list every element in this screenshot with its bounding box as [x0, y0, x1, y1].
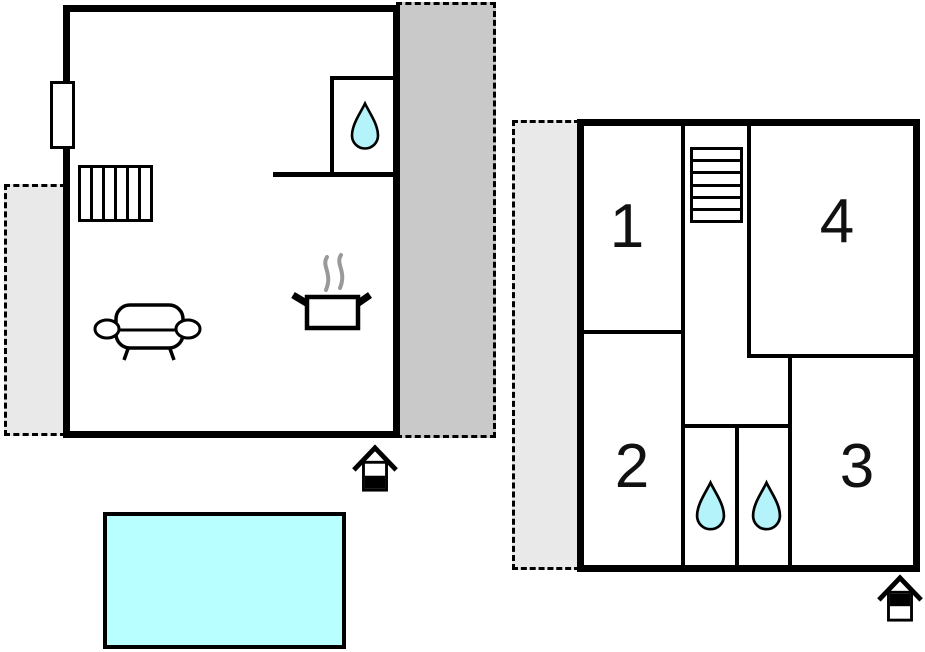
stairs-icon: [690, 147, 743, 223]
wall-bathroom-top: [330, 76, 393, 80]
terrace-left: [4, 184, 66, 436]
sofa-icon: [93, 303, 202, 361]
wall-room1-room2: [584, 330, 681, 334]
room-label-1: 1: [609, 192, 645, 261]
room-label-4: 4: [819, 187, 855, 256]
terrace-right-dark: [396, 2, 496, 438]
radiator-icon: [78, 165, 153, 222]
room-label-3: 3: [839, 432, 875, 501]
wall-bathroom-divider: [735, 424, 739, 565]
wall-hall-left: [681, 126, 685, 565]
wall-room4-bottom: [747, 354, 913, 358]
steam-line: [337, 253, 345, 290]
entrance-house-icon: [877, 574, 923, 622]
water-drop-icon: [695, 479, 726, 531]
swimming-pool: [103, 512, 346, 649]
steam-line: [323, 255, 331, 292]
entrance-house-icon: [352, 444, 398, 492]
cooking-pot-icon: [291, 253, 372, 331]
wall-room3-left: [788, 354, 792, 565]
wall-bathroom-left: [330, 76, 334, 177]
water-drop-icon: [350, 100, 380, 150]
window-icon: [50, 81, 75, 149]
water-drop-icon: [751, 479, 782, 531]
wall-hall-right: [747, 126, 751, 358]
terrace-upper-left: [512, 120, 580, 570]
room-label-2: 2: [614, 432, 650, 501]
wall-kitchen-divider: [273, 172, 393, 177]
